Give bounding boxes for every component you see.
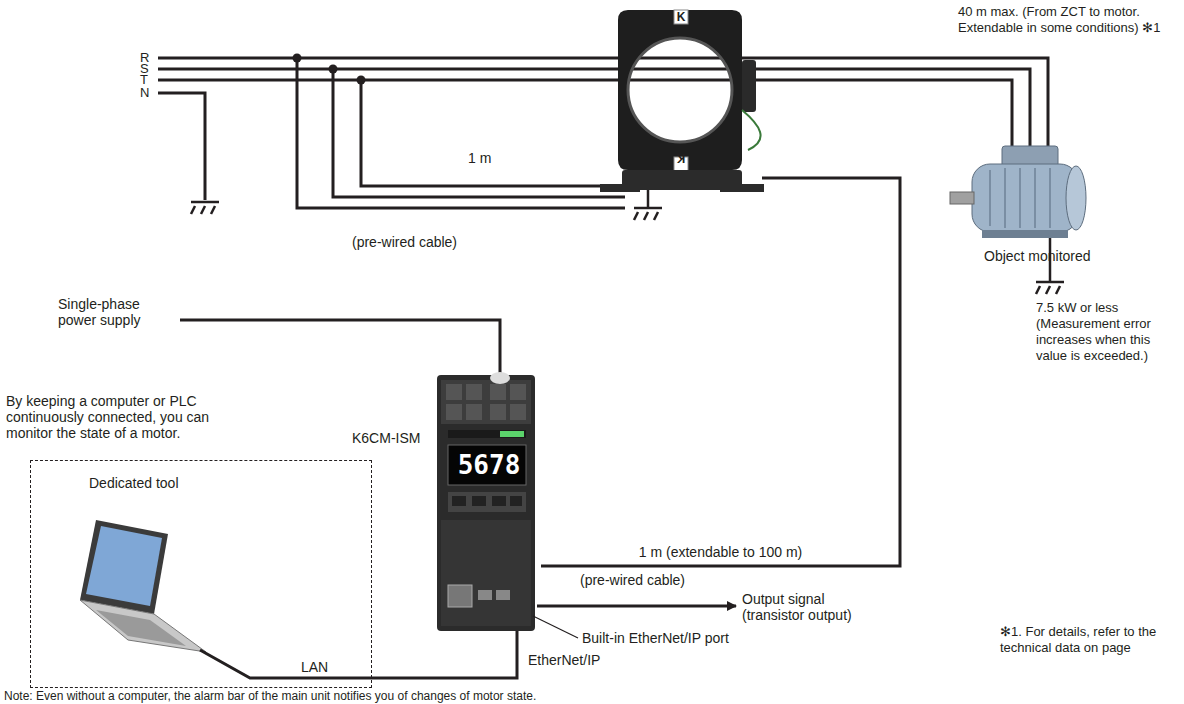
- footnote: ✻1. For details, refer to the technical …: [1000, 624, 1180, 656]
- cable-connector: [541, 178, 900, 566]
- node-text: K: [674, 151, 688, 165]
- device-body: 5678: [437, 375, 541, 631]
- k6cm-device: [437, 372, 535, 631]
- note-text: By keeping a computer or PLC continuousl…: [6, 393, 240, 441]
- edge-label: EtherNet/IP: [526, 652, 602, 668]
- power-lines: [158, 58, 1048, 376]
- part-name: K6CM-ISM: [352, 430, 420, 446]
- node-text: LAN: [301, 659, 328, 675]
- node-text: K: [674, 10, 688, 24]
- cable-note: 40 m max. (From ZCT to motor. Extendable…: [958, 4, 1180, 36]
- note-text: 7.5 kW or less (Measurement error increa…: [1036, 300, 1178, 364]
- node-text: Dedicated tool: [89, 475, 179, 491]
- edge-label: 1 m (extendable to 100 m): [637, 544, 804, 560]
- cable-label: (pre-wired cable): [352, 234, 457, 250]
- note-text: Note: Even without a computer, the alarm…: [4, 689, 536, 704]
- node-text: 5678: [437, 445, 541, 485]
- part-name: Object monitored: [984, 248, 1091, 264]
- port-label: Built-in EtherNet/IP port: [582, 630, 729, 646]
- phase-name: N: [140, 85, 149, 101]
- motor: [950, 146, 1086, 238]
- zct-box: KK: [612, 4, 762, 198]
- cable-label: (pre-wired cable): [580, 572, 685, 588]
- tool-box: Dedicated toolLAN: [30, 460, 372, 688]
- zct-sensor: [600, 10, 764, 192]
- signal-label: Output signal (transistor output): [742, 591, 882, 623]
- supply-label: Single-phase power supply: [58, 296, 176, 328]
- cable-connector: [372, 631, 517, 678]
- laptop: [80, 520, 206, 652]
- length-label: 1 m: [468, 150, 491, 166]
